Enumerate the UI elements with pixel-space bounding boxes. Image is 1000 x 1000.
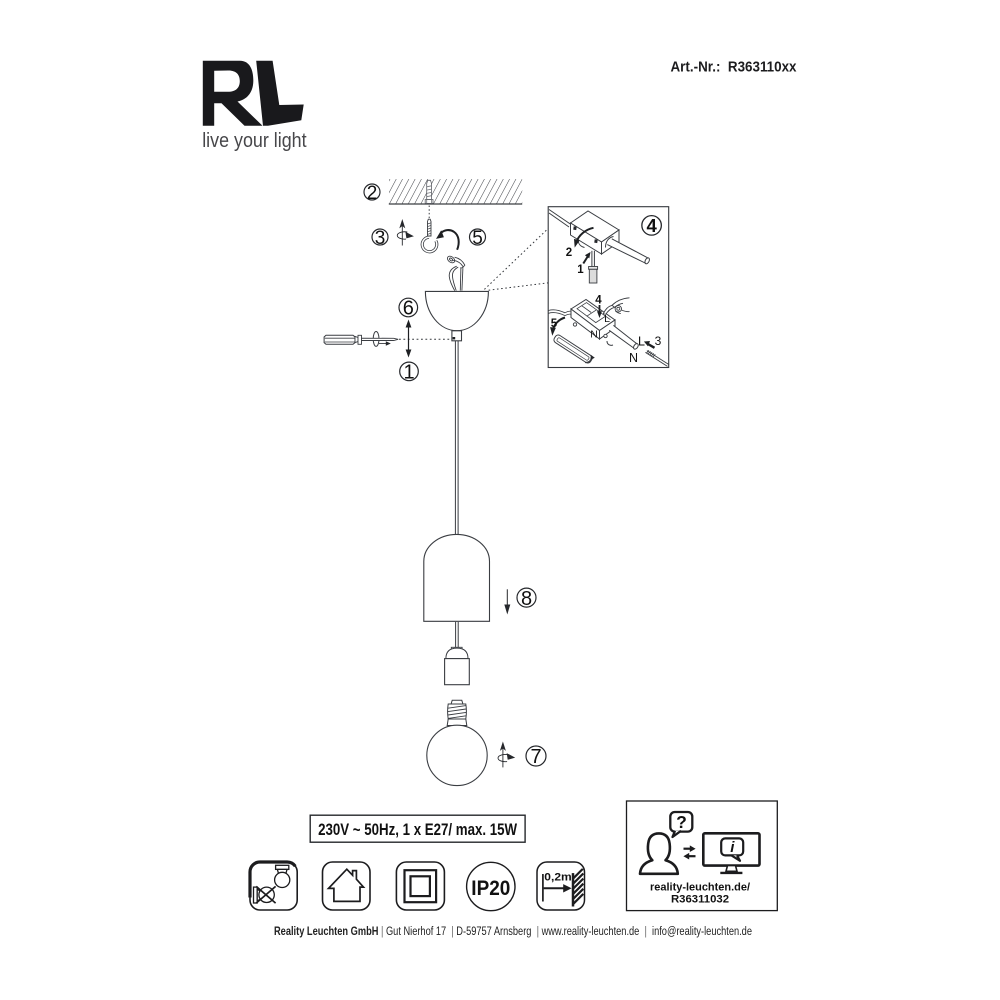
svg-text:L: L [638, 335, 645, 349]
svg-text:6: 6 [403, 298, 414, 320]
svg-text:1: 1 [577, 264, 584, 276]
svg-text:4: 4 [646, 215, 657, 236]
svg-text:4: 4 [595, 295, 602, 307]
svg-text:Reality Leuchten GmbH | Gut Ni: Reality Leuchten GmbH | Gut Nierhof 17 |… [274, 924, 752, 938]
svg-text:?: ? [676, 812, 687, 832]
svg-text:3: 3 [375, 228, 386, 249]
svg-text:Art.-Nr.: R363110xx: Art.-Nr.: R363110xx [671, 60, 798, 76]
svg-text:5: 5 [551, 318, 558, 330]
svg-text:L: L [604, 313, 610, 325]
svg-text:230V ~ 50Hz, 1 x E27/ max. 15W: 230V ~ 50Hz, 1 x E27/ max. 15W [318, 820, 517, 839]
svg-text:N: N [629, 351, 638, 365]
svg-text:5: 5 [472, 228, 483, 249]
svg-text:live your light: live your light [202, 130, 307, 152]
svg-text:i: i [730, 839, 735, 856]
svg-text:N: N [590, 329, 598, 341]
svg-text:R36311032: R36311032 [671, 894, 729, 906]
svg-text:2: 2 [566, 247, 572, 259]
svg-text:IP20: IP20 [471, 876, 510, 900]
svg-text:2: 2 [367, 183, 378, 204]
svg-text:0,2m: 0,2m [544, 871, 571, 883]
svg-text:8: 8 [521, 588, 532, 610]
svg-text:1: 1 [403, 362, 414, 384]
svg-text:3: 3 [655, 334, 662, 348]
svg-text:reality-leuchten.de/: reality-leuchten.de/ [650, 882, 750, 894]
svg-text:7: 7 [530, 746, 541, 768]
